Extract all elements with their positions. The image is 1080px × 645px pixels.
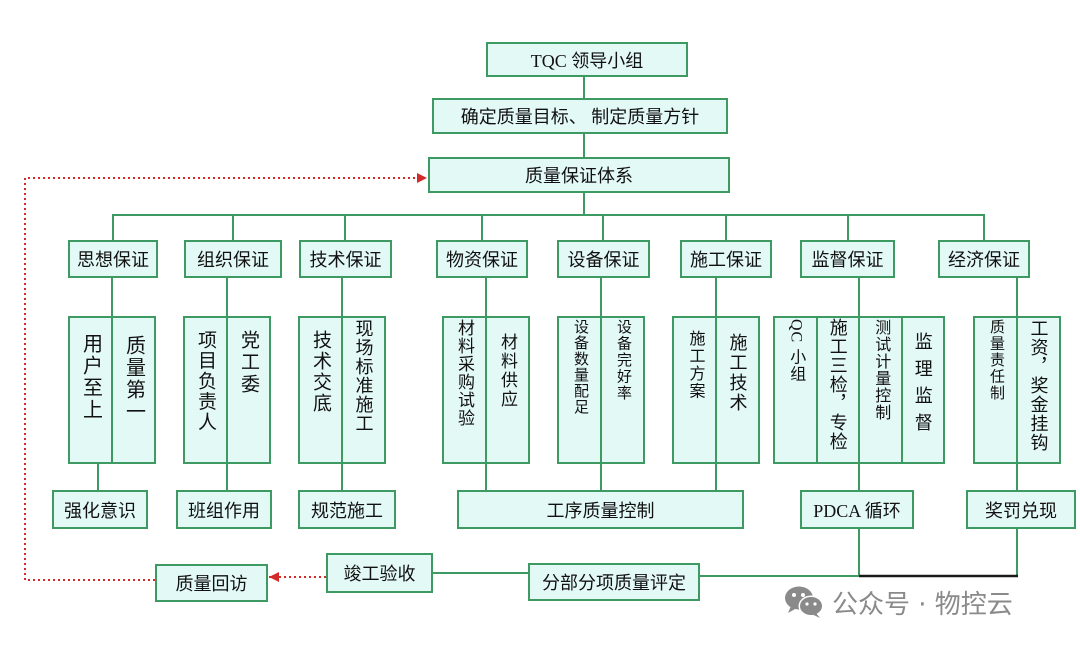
measure-technical-briefing: 技术交底	[310, 330, 331, 414]
measure-cell: 材料供应	[485, 318, 528, 462]
measure-equipment-quantity: 设备数量配足	[572, 319, 588, 415]
measures-equipment: 设备数量配足 设备完好率	[557, 316, 645, 464]
guarantee-construction: 施工保证	[680, 240, 772, 278]
measure-cell: 施工三检，专检	[815, 318, 859, 462]
measures-organization: 项目负责人 党工委	[183, 316, 271, 464]
measure-construction-plan: 施工方案	[686, 330, 704, 400]
result-process-control: 工序质量控制	[457, 490, 744, 529]
watermark-text: 公众号 · 物控云	[832, 589, 1013, 620]
measure-metrology-control: 测试计量控制	[872, 319, 890, 421]
acceptance-box: 竣工验收	[326, 553, 433, 593]
measures-supervision: QC 小组 施工三检，专检 测试计量控制 监理监督	[773, 316, 945, 464]
quality-policy-box: 确定质量目标、 制定质量方针	[432, 98, 728, 134]
measure-cell: 党工委	[226, 318, 269, 462]
measures-thought: 用户至上 质量第一	[68, 316, 156, 464]
result-team-role: 班组作用	[176, 490, 272, 529]
measure-cell: 施工方案	[674, 318, 715, 462]
measure-qc-group: QC 小组	[787, 319, 805, 383]
measure-cell: 监理监督	[900, 318, 944, 462]
measure-responsibility-system: 质量责任制	[988, 319, 1004, 402]
measure-cell: 质量责任制	[975, 318, 1016, 462]
wechat-icon	[785, 586, 824, 618]
evaluation-box: 分部分项质量评定	[528, 563, 700, 601]
result-reward-penalty: 奖罚兑现	[966, 490, 1076, 529]
result-standard-construction: 规范施工	[298, 490, 396, 529]
guarantee-technical: 技术保证	[299, 240, 392, 278]
measure-cell: 设备数量配足	[559, 318, 600, 462]
measures-economic: 质量责任制 工资，奖金挂钩	[973, 316, 1061, 464]
measures-material: 材料采购试验 材料供应	[442, 316, 530, 464]
measure-cell: 施工技术	[715, 318, 758, 462]
measures-construction: 施工方案 施工技术	[672, 316, 760, 464]
guarantee-material: 物资保证	[436, 240, 528, 278]
measure-party-committee: 党工委	[238, 330, 259, 396]
guarantee-equipment: 设备保证	[557, 240, 650, 278]
measure-user-first: 用户至上	[79, 333, 102, 421]
guarantee-economic: 经济保证	[938, 240, 1030, 278]
measure-cell: 用户至上	[70, 318, 111, 462]
guarantee-thought: 思想保证	[68, 240, 158, 278]
measure-cell: 设备完好率	[600, 318, 643, 462]
measure-cell: 材料采购试验	[444, 318, 485, 462]
measure-quality-first: 质量第一	[122, 335, 145, 423]
result-pdca-cycle: PDCA 循环	[800, 490, 914, 529]
measure-cell: QC 小组	[775, 318, 816, 462]
measure-cell: 质量第一	[111, 318, 154, 462]
measure-material-procurement: 材料采购试验	[455, 319, 474, 427]
revisit-box: 质量回访	[155, 564, 268, 602]
measure-standard-construction: 现场标准施工	[353, 319, 374, 433]
watermark: 公众号 · 物控云	[784, 582, 1013, 622]
measure-cell: 项目负责人	[185, 318, 226, 462]
measure-material-supply: 材料供应	[498, 333, 517, 409]
leadership-group-box: TQC 领导小组	[486, 42, 688, 77]
guarantee-supervision: 监督保证	[800, 240, 895, 278]
measure-wage-bonus-link: 工资，奖金挂钩	[1028, 319, 1049, 452]
measure-construction-technique: 施工技术	[727, 333, 748, 413]
guarantee-organization: 组织保证	[184, 240, 282, 278]
quality-assurance-system-box: 质量保证体系	[428, 157, 730, 193]
measure-project-manager: 项目负责人	[195, 330, 216, 433]
measure-cell: 测试计量控制	[858, 318, 901, 462]
measures-technical: 技术交底 现场标准施工	[298, 316, 386, 464]
measure-cell: 工资，奖金挂钩	[1016, 318, 1059, 462]
measure-cell: 技术交底	[300, 318, 341, 462]
measure-cell: 现场标准施工	[341, 318, 384, 462]
measure-inspection: 施工三检，专检	[827, 318, 848, 451]
feedback-arrow-revisit-to-system	[24, 173, 427, 581]
measure-supervision: 监理监督	[912, 332, 933, 440]
measure-equipment-condition: 设备完好率	[615, 319, 631, 402]
result-awareness: 强化意识	[52, 490, 148, 529]
